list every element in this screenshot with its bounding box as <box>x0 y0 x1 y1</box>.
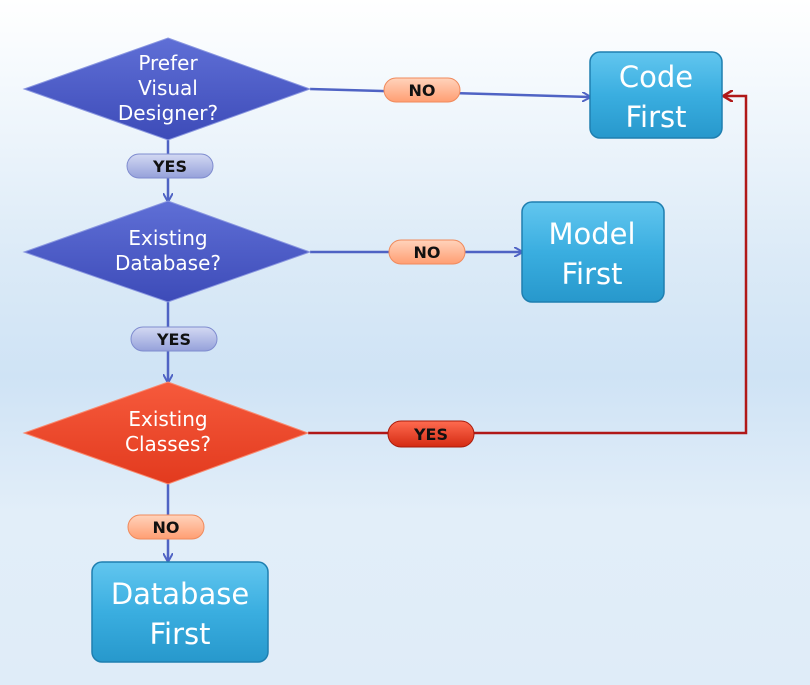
label-text: YES <box>413 425 448 444</box>
decision-text-line: Visual <box>138 76 198 100</box>
decision-text-line: Database? <box>115 251 221 275</box>
label-classes-yes: YES <box>387 420 475 448</box>
outcome-text-line: Model <box>548 217 635 251</box>
outcome-text-line: First <box>625 100 686 134</box>
outcome-text-line: First <box>561 257 622 291</box>
label-database-yes: YES <box>130 326 218 352</box>
label-prefer-yes: YES <box>126 153 214 179</box>
decision-text-line: Classes? <box>125 432 211 456</box>
label-classes-no: NO <box>127 514 205 540</box>
label-database-no: NO <box>388 239 466 265</box>
decision-text-line: Designer? <box>118 101 218 125</box>
label-text: NO <box>409 81 436 100</box>
label-text: YES <box>156 330 191 349</box>
connector-classes-to-code-first <box>308 96 748 435</box>
label-text: YES <box>152 157 187 176</box>
outcome-text-line: Code <box>619 60 693 94</box>
label-text: NO <box>153 518 180 537</box>
label-text: NO <box>414 243 441 262</box>
decision-text-line: Existing <box>128 407 207 431</box>
outcome-text-line: Database <box>111 577 249 611</box>
decision-text-line: Existing <box>128 226 207 250</box>
outcome-text-line: First <box>149 617 210 651</box>
label-prefer-no: NO <box>383 77 461 103</box>
decision-text-line: Prefer <box>138 51 198 75</box>
